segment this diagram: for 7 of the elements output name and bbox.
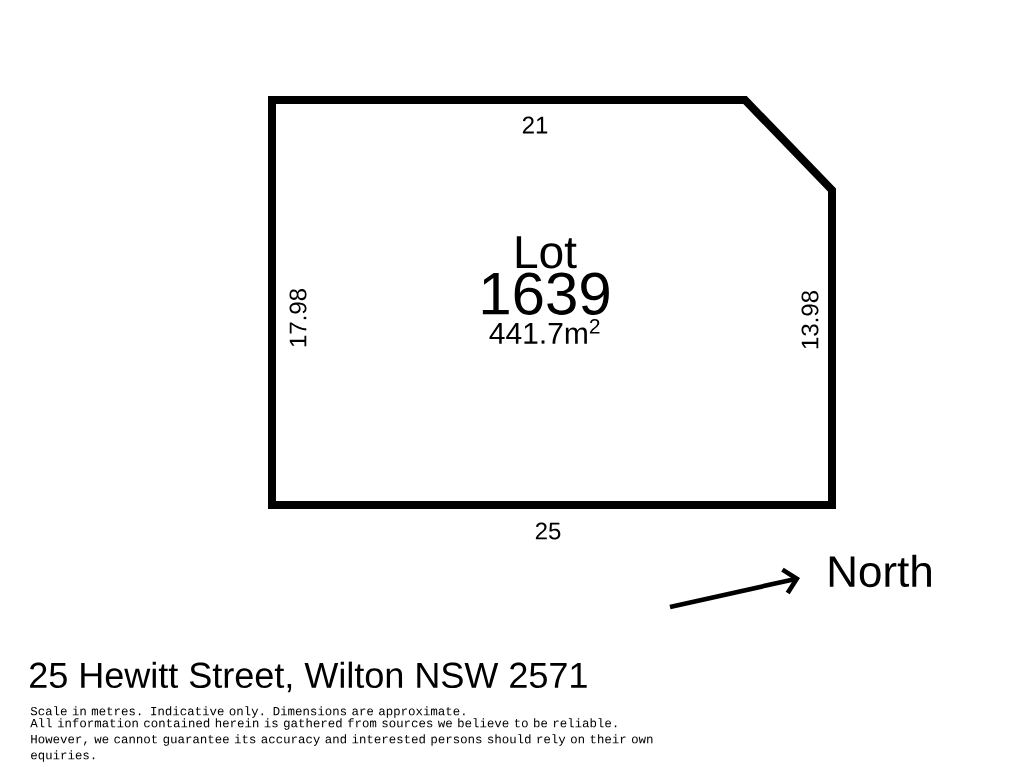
dimension-label: 21 <box>522 116 548 134</box>
dimension-label: 13.98 <box>801 291 819 349</box>
address-title: 25 Hewitt Street, Wilton NSW 2571 <box>30 661 587 693</box>
disclaimer-text: Scale in metres. Indicative only. Dimensions are approximate. <box>30 706 465 718</box>
disclaimer-text: All information contained herein is gathered from sources we believe to be reliable. However, we cannot guarantee its accuracy and interested persons should rely on their own equiries. <box>30 718 653 762</box>
north-label: North <box>829 554 931 588</box>
dimension-label: 17.98 <box>289 289 307 347</box>
